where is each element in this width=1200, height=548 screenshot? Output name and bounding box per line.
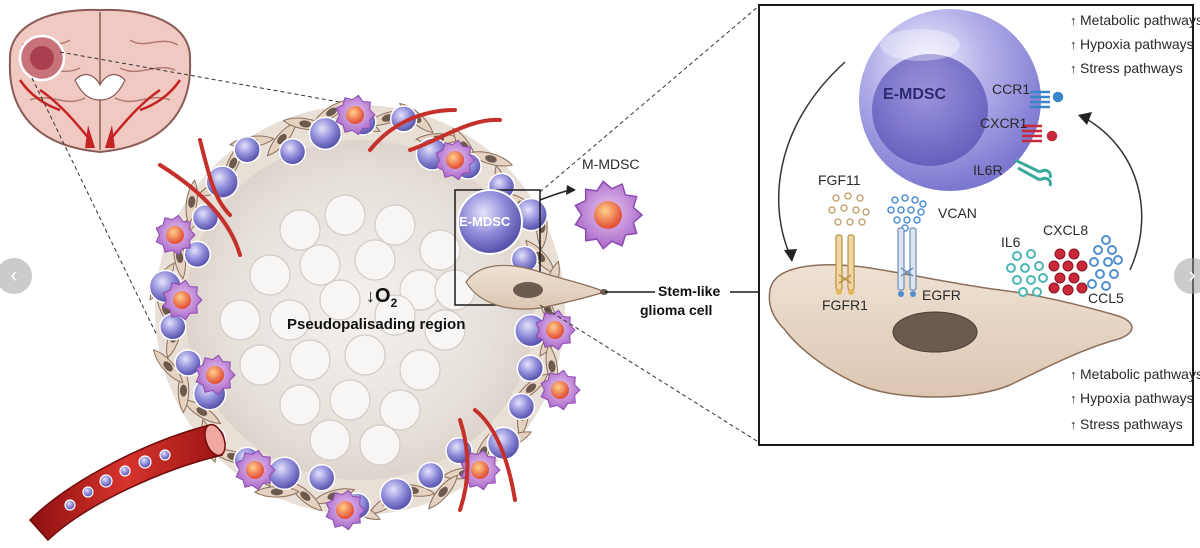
il6r-label: IL6R xyxy=(973,162,1003,178)
pathway-top-hypoxia: ↑Hypoxia pathways xyxy=(1070,36,1194,52)
tumor-vessels xyxy=(158,108,517,512)
ccr1-label: CCR1 xyxy=(992,81,1031,97)
vcan-label: VCAN xyxy=(938,205,977,221)
blood-vessel xyxy=(28,423,226,542)
receptor-ccr1 xyxy=(1030,90,1064,109)
pathway-bottom-hypoxia: ↑Hypoxia pathways xyxy=(1070,390,1194,406)
receptor-cxcr1 xyxy=(1022,124,1058,143)
glioma-cell-label: glioma cell xyxy=(640,302,713,318)
e-mdsc-small-label: E-MDSC xyxy=(459,214,511,229)
m-mdsc-cell xyxy=(574,180,644,250)
pathway-bottom-stress: ↑Stress pathways xyxy=(1070,416,1183,432)
receptor-egfr xyxy=(897,227,917,297)
brain-illustration xyxy=(8,8,192,154)
receptor-fgfr1 xyxy=(835,234,855,295)
pathway-bottom-metabolic: ↑Metabolic pathways xyxy=(1070,366,1200,382)
fgfr1-label: FGFR1 xyxy=(822,297,868,313)
cxcl8-label: CXCL8 xyxy=(1043,222,1089,238)
m-mdsc-label: M-MDSC xyxy=(582,156,640,172)
fgf11-label: FGF11 xyxy=(818,172,861,188)
pathway-top-stress: ↑Stress pathways xyxy=(1070,60,1183,76)
stem-like-label: Stem-like xyxy=(658,283,721,299)
tumor-mass xyxy=(148,94,581,531)
pathway-top-metabolic: ↑Metabolic pathways xyxy=(1070,12,1200,28)
receptor-il6r xyxy=(1014,158,1052,187)
carousel-next-button[interactable]: › xyxy=(1174,258,1200,294)
ccl5-label: CCL5 xyxy=(1088,290,1124,306)
il6-label: IL6 xyxy=(1001,234,1021,250)
egfr-label: EGFR xyxy=(922,287,961,303)
pseudopalisading-label: Pseudopalisading region xyxy=(287,316,466,333)
carousel-prev-button[interactable]: ‹ xyxy=(0,258,32,294)
o2-label: ↓O2 xyxy=(366,285,398,310)
e-mdsc-large-label: E-MDSC xyxy=(883,86,947,103)
cxcr1-label: CXCR1 xyxy=(980,115,1028,131)
